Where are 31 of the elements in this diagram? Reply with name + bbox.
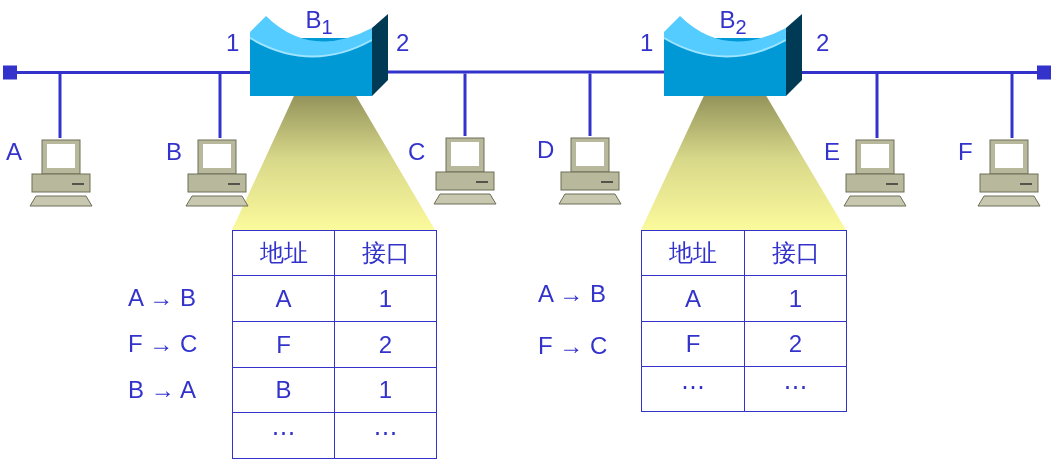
transition-label: A → B [538,279,607,309]
computer-label: A [6,140,22,164]
port-number: 1 [226,31,240,55]
table-cell: ⋯ [744,366,847,412]
port-number: 1 [640,31,654,55]
port-number: 2 [816,31,830,55]
transition-label: A → B [128,283,197,313]
computer-label: D [537,138,555,162]
bridge-label: B$_{2}$ [719,8,747,37]
table-cell: ⋯ [232,412,335,459]
table-cell: 接口 [744,230,847,276]
connection-line [1010,74,1014,138]
bridge-label: B$_{1}$ [305,8,333,37]
computer-label: B [166,140,182,164]
table-cell: 接口 [334,230,437,276]
transition-label: B → A [128,374,197,405]
transition-label: F → C [538,330,608,361]
computer-label: E [824,140,840,164]
connection-line [875,74,879,138]
table-cell: ⋯ [641,366,745,412]
connection-line [588,73,592,136]
port-number: 2 [396,31,410,55]
table-cell: 地址 [232,230,335,276]
table-cell: 地址 [641,230,745,276]
connection-line [218,74,222,138]
computer-label: F [958,140,973,164]
table-cell: ⋯ [334,412,437,459]
transition-label: F → C [128,329,198,359]
connection-line [58,74,62,138]
connection-line [463,73,467,136]
computer-label: C [408,140,426,164]
